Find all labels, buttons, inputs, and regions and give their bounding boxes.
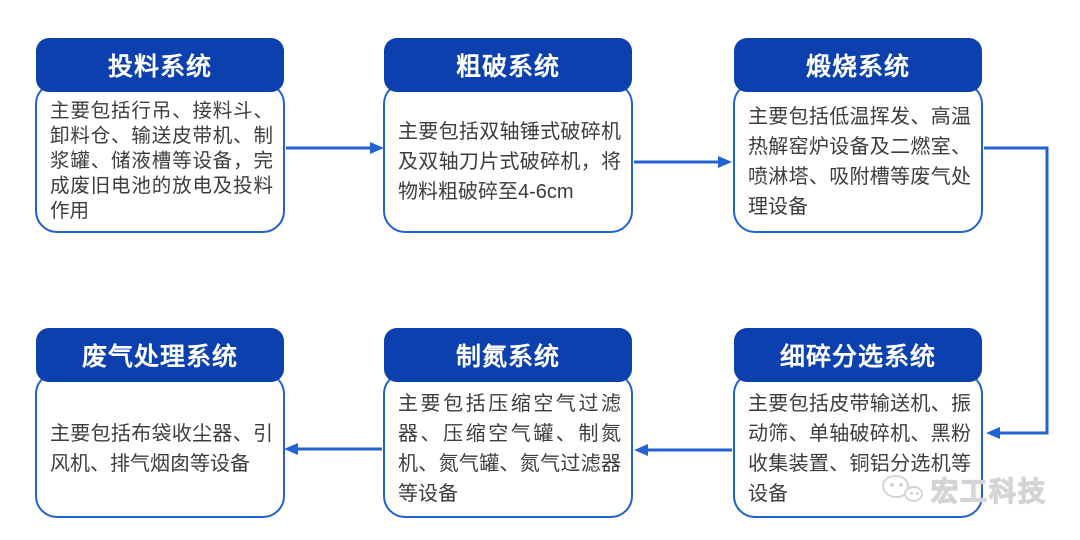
arrow-calcination-to-fine-crushing <box>984 146 1049 439</box>
box-title: 废气处理系统 <box>36 328 284 382</box>
wechat-bubble-small <box>904 485 923 502</box>
box-description: 主要包括行吊、接料斗、卸料仓、输送皮带机、制浆罐、储液槽等设备，完成废旧电池的放… <box>50 100 273 222</box>
box-title: 投料系统 <box>36 38 284 92</box>
flow-box-calcination: 主要包括低温挥发、高温热解窑炉设备及二燃室、喷淋塔、吸附槽等废气处理设备 煅烧系… <box>733 38 983 233</box>
box-body: 主要包括布袋收尘器、引风机、排气烟囱等设备 <box>35 372 285 518</box>
box-description: 主要包括压缩空气过滤器、压缩空气罐、制氮机、氮气罐、氮气过滤器等设备 <box>398 393 621 505</box>
watermark-brand-text: 宏工科技 <box>930 476 1047 507</box>
box-description: 主要包括双轴锤式破碎机及双轴刀片式破碎机，将物料粗破碎至4-6cm <box>398 120 621 203</box>
box-title: 粗破系统 <box>384 38 632 92</box>
box-body: 主要包括行吊、接料斗、卸料仓、输送皮带机、制浆罐、储液槽等设备，完成废旧电池的放… <box>35 82 285 233</box>
box-body: 主要包括双轴锤式破碎机及双轴刀片式破碎机，将物料粗破碎至4-6cm <box>383 82 633 233</box>
box-body: 主要包括皮带输送机、振动筛、单轴破碎机、黑粉收集装置、铜铝分选机等设备 <box>733 372 983 518</box>
box-description: 主要包括布袋收尘器、引风机、排气烟囱等设备 <box>50 423 273 475</box>
box-title: 煅烧系统 <box>734 38 982 92</box>
brand-watermark: 宏工科技 <box>880 470 1047 509</box>
box-body: 主要包括低温挥发、高温热解窑炉设备及二燃室、喷淋塔、吸附槽等废气处理设备 <box>733 82 983 233</box>
box-title: 制氮系统 <box>384 328 632 382</box>
box-description: 主要包括低温挥发、高温热解窑炉设备及二燃室、喷淋塔、吸附槽等废气处理设备 <box>748 105 971 218</box>
flow-box-fine-crushing-sorting: 主要包括皮带输送机、振动筛、单轴破碎机、黑粉收集装置、铜铝分选机等设备 细碎分选… <box>733 328 983 518</box>
flow-box-feeding: 主要包括行吊、接料斗、卸料仓、输送皮带机、制浆罐、储液槽等设备，完成废旧电池的放… <box>35 38 285 233</box>
box-title: 细碎分选系统 <box>734 328 982 382</box>
flow-box-waste-gas-treatment: 主要包括布袋收尘器、引风机、排气烟囱等设备 废气处理系统 <box>35 328 285 518</box>
box-body: 主要包括压缩空气过滤器、压缩空气罐、制氮机、氮气罐、氮气过滤器等设备 <box>383 372 633 518</box>
flow-box-coarse-crushing: 主要包括双轴锤式破碎机及双轴刀片式破碎机，将物料粗破碎至4-6cm 粗破系统 <box>383 38 633 233</box>
wechat-icon <box>880 472 924 508</box>
box-description: 主要包括皮带输送机、振动筛、单轴破碎机、黑粉收集装置、铜铝分选机等设备 <box>748 393 971 505</box>
flow-box-nitrogen-generation: 主要包括压缩空气过滤器、压缩空气罐、制氮机、氮气罐、氮气过滤器等设备 制氮系统 <box>383 328 633 518</box>
